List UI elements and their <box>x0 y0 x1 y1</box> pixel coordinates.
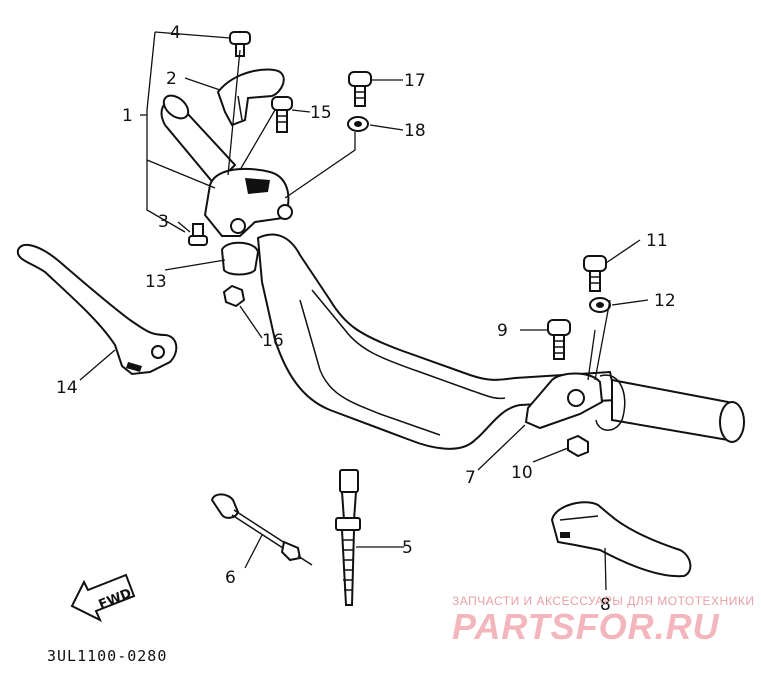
left-lever-holder <box>203 167 293 276</box>
callout-11: 11 <box>646 231 668 251</box>
callout-10: 10 <box>511 463 533 483</box>
brake-lever <box>550 501 692 578</box>
clutch-lever <box>16 243 178 376</box>
callout-14: 14 <box>56 378 78 398</box>
bolt-15 <box>271 96 293 133</box>
callout-12: 12 <box>654 291 676 311</box>
callout-labels: 1 2 3 4 5 6 7 8 9 10 11 12 13 14 15 16 1… <box>56 23 676 615</box>
bolt-9 <box>547 319 571 360</box>
washer-12 <box>589 297 611 313</box>
screw-3 <box>188 223 208 246</box>
callout-13: 13 <box>145 272 167 292</box>
callout-5: 5 <box>402 538 413 558</box>
bolt-11 <box>583 255 607 292</box>
diagram-code: 3UL1100-0280 <box>47 647 168 665</box>
washer-18 <box>347 116 369 132</box>
leader-lines <box>79 31 649 591</box>
callout-15: 15 <box>310 103 332 123</box>
nut-10 <box>567 434 589 458</box>
callout-8: 8 <box>600 595 611 615</box>
callout-3: 3 <box>158 212 169 232</box>
right-grip <box>595 374 745 443</box>
callout-9: 9 <box>497 321 508 341</box>
watermark-logo[interactable]: PARTSFOR.RU <box>452 606 720 647</box>
callout-7: 7 <box>465 468 476 488</box>
callout-4: 4 <box>170 23 181 43</box>
nut-16 <box>222 284 246 308</box>
callout-18: 18 <box>404 121 426 141</box>
watermark-tagline: ЗАПЧАСТИ И АКСЕССУАРЫ ДЛЯ МОТОТЕХНИКИ <box>452 594 755 608</box>
clutch-cable-part <box>210 493 313 566</box>
fwd-arrow: FWD <box>70 573 136 623</box>
callout-1: 1 <box>122 106 133 126</box>
left-grip <box>160 94 237 187</box>
callout-2: 2 <box>166 69 177 89</box>
bolt-17 <box>348 71 372 107</box>
callout-6: 6 <box>225 568 236 588</box>
callout-17: 17 <box>404 71 426 91</box>
callout-16: 16 <box>262 331 284 351</box>
cable-tie <box>335 469 361 606</box>
